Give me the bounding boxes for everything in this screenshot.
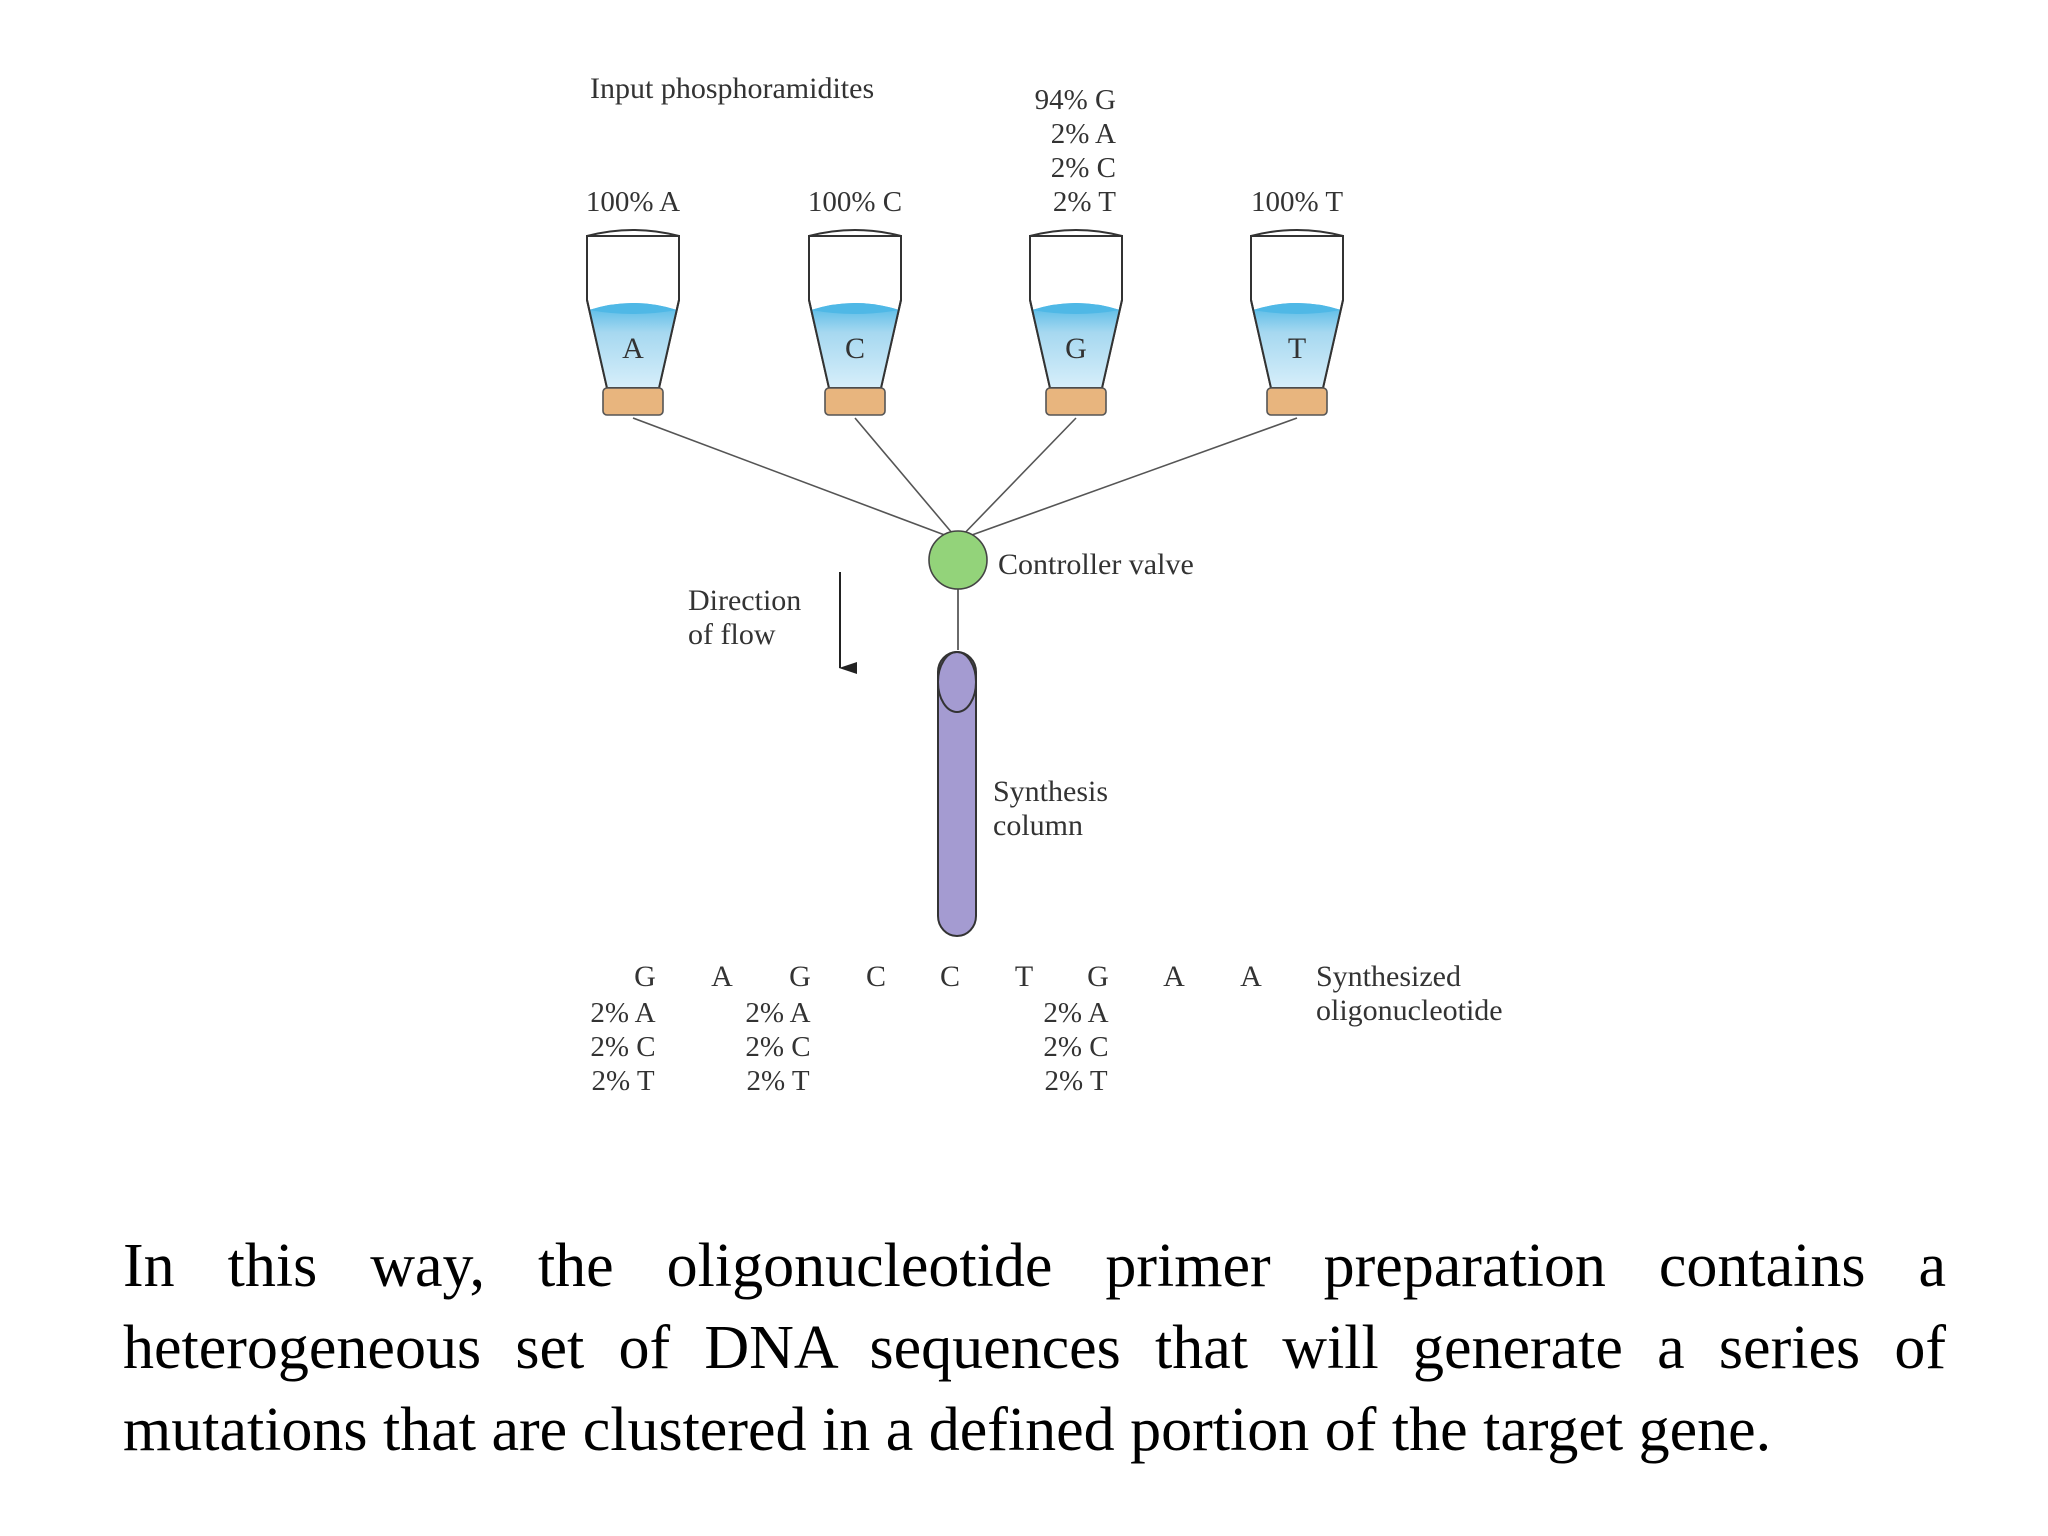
sequence-base-8: A	[1240, 960, 1262, 993]
bottle-outline	[808, 236, 902, 389]
doping-pos0-line-0: 2% A	[590, 997, 655, 1029]
doping-pos2-line-0: 2% A	[745, 997, 810, 1029]
bottle-c: 100% C C	[808, 186, 902, 416]
tube-a	[632, 417, 959, 541]
sequence-base-2: G	[789, 960, 811, 993]
sequence-base-0: G	[634, 960, 656, 993]
bottle-rim	[1029, 229, 1123, 237]
bottle-rim	[808, 229, 902, 237]
bottle-cap	[1045, 387, 1107, 416]
bottle-t: 100% T T	[1250, 186, 1344, 416]
bottle-liquid	[1032, 303, 1120, 387]
bottle-g-percent-2: 2% C	[1051, 152, 1116, 184]
sequence-base-7: A	[1163, 960, 1185, 993]
bottle-liquid-surface	[811, 303, 899, 314]
column-label-line-0: Synthesis	[993, 775, 1108, 808]
bottle-cap	[1266, 387, 1328, 416]
doping-pos6-line-0: 2% A	[1043, 997, 1108, 1029]
doping-pos2-line-2: 2% T	[746, 1065, 809, 1097]
tube-g	[957, 417, 1077, 541]
flow-label-line-0: Direction	[688, 584, 801, 617]
tube-t	[957, 417, 1298, 541]
bottle-liquid	[811, 303, 899, 387]
bottle-outline	[1250, 236, 1344, 389]
bottle-g: 94% G2% A2% C2% T G	[1029, 84, 1123, 416]
bottle-liquid	[589, 303, 677, 387]
bottle-g-percent-1: 2% A	[1051, 118, 1116, 150]
product-label-line-1: oligonucleotide	[1316, 994, 1503, 1027]
controller-valve	[928, 530, 988, 590]
bottle-g-percent-3: 2% T	[1053, 186, 1116, 218]
bottle-g-percent-0: 94% G	[1035, 84, 1116, 116]
sequence-base-6: G	[1087, 960, 1109, 993]
tube-c	[854, 417, 959, 541]
input-phosphoramidites-label: Input phosphoramidites	[590, 72, 874, 105]
flow-label-line-1: of flow	[688, 618, 776, 651]
controller-valve-label: Controller valve	[998, 548, 1194, 581]
sequence-base-3: C	[866, 960, 886, 993]
bottle-cap	[824, 387, 886, 416]
doping-pos2-line-1: 2% C	[745, 1031, 810, 1063]
bottle-t-percent-0: 100% T	[1251, 186, 1343, 218]
product-label-line-0: Synthesized	[1316, 960, 1461, 993]
bottle-c-percent-0: 100% C	[808, 186, 902, 218]
sequence-base-4: C	[940, 960, 960, 993]
bottle-letter-g: G	[1065, 332, 1087, 365]
bottle-letter-t: T	[1288, 332, 1306, 365]
sequence-base-5: T	[1015, 960, 1033, 993]
bottle-rim	[586, 229, 680, 237]
bottle-letter-a: A	[622, 332, 644, 365]
bottle-letter-c: C	[845, 332, 865, 365]
bottle-liquid-surface	[589, 303, 677, 314]
doping-pos0-line-2: 2% T	[591, 1065, 654, 1097]
bottle-liquid	[1253, 303, 1341, 387]
diagram-canvas: Input phosphoramidites 100% A A 100% C C 94% …	[586, 72, 1503, 1097]
bottle-outline	[1029, 236, 1123, 389]
bottle-cap	[602, 387, 664, 416]
caption-text: In this way, the oligonucleotide primer …	[123, 1232, 1946, 1464]
doping-pos0-line-1: 2% C	[590, 1031, 655, 1063]
bottle-rim	[1250, 229, 1344, 237]
bottle-liquid-surface	[1253, 303, 1341, 314]
synthesis-column-top	[937, 651, 977, 713]
column-label-line-1: column	[993, 809, 1083, 842]
bottle-liquid-surface	[1032, 303, 1120, 314]
synthesis-column	[937, 651, 977, 937]
bottle-a-percent-0: 100% A	[586, 186, 680, 218]
sequence-base-1: A	[711, 960, 733, 993]
doping-pos6-line-2: 2% T	[1044, 1065, 1107, 1097]
bottle-outline	[586, 236, 680, 389]
doping-pos6-line-1: 2% C	[1043, 1031, 1108, 1063]
bottle-a: 100% A A	[586, 186, 680, 416]
